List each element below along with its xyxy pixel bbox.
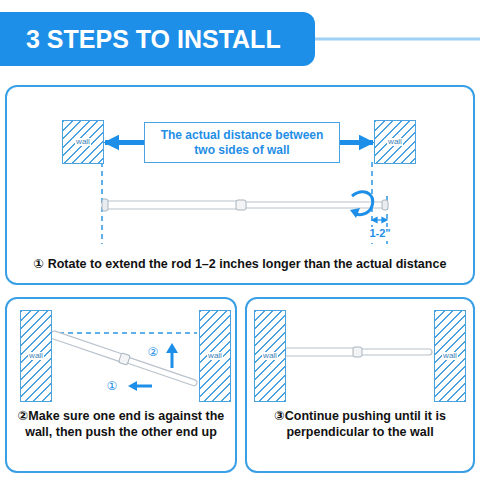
rotate-arrow	[350, 192, 373, 218]
wall-block: wall	[434, 310, 466, 402]
tension-rod	[102, 199, 388, 211]
wall-block: wall	[254, 310, 286, 402]
push-arrows	[128, 343, 178, 391]
wall-label: wall	[28, 352, 44, 361]
step-instruction: ③Continue pushing until it is perpendicu…	[257, 409, 463, 440]
wall-block: wall	[199, 310, 231, 402]
banner-line	[313, 38, 480, 41]
step-panel: ③Continue pushing until it is perpendicu…	[245, 297, 475, 473]
target-line	[50, 332, 197, 333]
dimension-arrows	[372, 218, 387, 223]
wall-label: wall	[442, 352, 458, 361]
wall-block: wall	[20, 310, 52, 402]
step-panel: ②Make sure one end is against the wall, …	[5, 297, 237, 473]
distance-label: The actual distance between two sides of…	[153, 128, 331, 157]
wall-block: wall	[62, 120, 104, 164]
step-number: ①	[106, 379, 119, 393]
step-instruction: ① Rotate to extend the rod 1–2 inches lo…	[12, 257, 468, 273]
distance-box: The actual distance between two sides of…	[144, 122, 340, 163]
wall-label: wall	[207, 352, 223, 361]
step-instruction: ②Make sure one end is against the wall, …	[17, 409, 225, 440]
wall-label: wall	[75, 138, 91, 147]
installed-rod	[284, 347, 432, 357]
distance-arrow	[105, 140, 144, 145]
step-number: ②	[147, 345, 160, 359]
title-banner: 3 STEPS TO INSTALL	[0, 12, 315, 66]
dimension-label: 1-2"	[368, 227, 391, 239]
tilted-rod	[49, 329, 198, 388]
step-panel: ① Rotate to extend the rod 1–2 inches lo…	[5, 85, 475, 285]
wall-label: wall	[387, 138, 403, 147]
guide-lines	[102, 162, 387, 244]
wall-label: wall	[262, 352, 278, 361]
distance-arrow	[340, 140, 373, 145]
wall-block: wall	[374, 120, 416, 164]
